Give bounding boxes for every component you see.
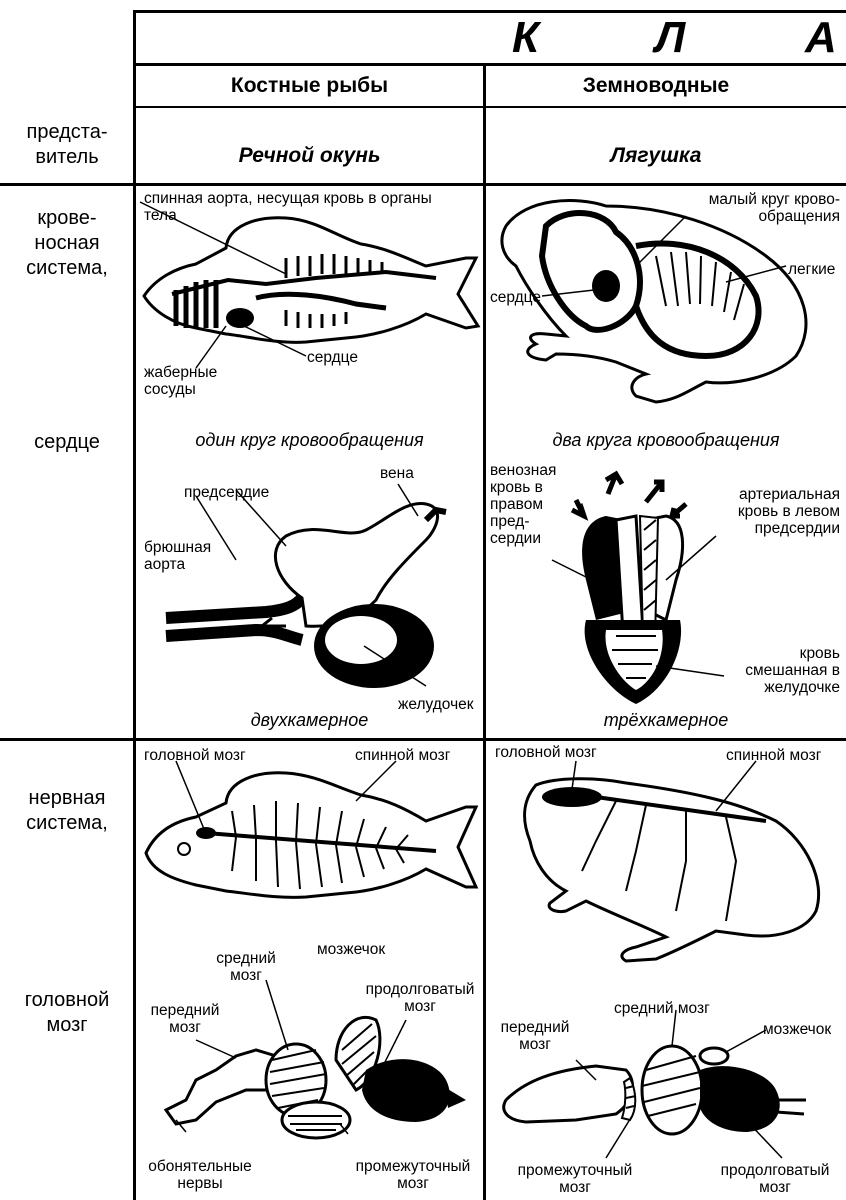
grid-top-line xyxy=(134,10,846,13)
label-fish-nervous-spinal: спинной мозг xyxy=(355,747,450,764)
label-fish-brain-medulla: продолговатый мозг xyxy=(360,981,480,1015)
label-fish-heart-vein: вена xyxy=(380,465,414,482)
grid-colhead-line xyxy=(134,106,846,108)
column-header-amphibian: Земноводные xyxy=(486,74,826,98)
class-letter-1: К xyxy=(512,16,539,60)
label-fish-brain-olfactory: обонятельные нервы xyxy=(140,1158,260,1192)
label-frog-brain-midbrain: средний мозг xyxy=(614,1000,710,1017)
frog-nervous-drawing xyxy=(486,741,846,971)
representative-fish: Речной окунь xyxy=(136,144,483,168)
grid-header-line xyxy=(134,63,846,66)
label-frog-heart-arterial: артериальная кровь в левом предсердии xyxy=(660,486,840,537)
label-frog-brain-diencephalon: промежуточный мозг xyxy=(510,1162,640,1196)
label-fish-heart-atrium: предсердие xyxy=(184,484,269,501)
label-frog-brain-cerebellum: мозжечок xyxy=(763,1021,831,1038)
label-frog-heart-mixed: кровь смешанная в желудочке xyxy=(660,645,840,696)
fish-brain-drawing xyxy=(136,940,483,1150)
label-frog-small-circle: малый круг крово- обращения xyxy=(640,191,840,225)
row-label-representative: предста- витель xyxy=(0,120,134,170)
type-frog-heart: трёхкамерное xyxy=(486,710,846,731)
caption-frog-heart-circle: два круга кровообращения xyxy=(486,430,846,451)
label-fish-gill-vessels: жаберные сосуды xyxy=(144,364,217,398)
label-fish-aorta: спинная аорта, несущая кровь в органы те… xyxy=(144,190,484,224)
row-label-nervous: нервная система, xyxy=(0,786,134,836)
label-fish-nervous-brain: головной мозг xyxy=(144,747,246,764)
row-label-brain: головной мозг xyxy=(0,988,134,1038)
label-fish-brain-cerebellum: мозжечок xyxy=(317,941,385,958)
fish-nervous-drawing xyxy=(136,741,483,931)
class-letter-2: Л xyxy=(655,16,685,60)
label-fish-heart: сердце xyxy=(307,349,358,366)
label-frog-heart-venous: венозная кровь в правом пред- сердии xyxy=(490,462,556,547)
representative-amphibian: Лягушка xyxy=(486,144,826,168)
label-frog-lungs: легкие xyxy=(788,261,835,278)
row-label-circulatory: крове- носная система, xyxy=(0,206,134,281)
label-frog-heart: сердце xyxy=(490,289,541,306)
column-header-fish: Костные рыбы xyxy=(136,74,483,98)
label-fish-brain-forebrain: передний мозг xyxy=(140,1002,230,1036)
type-fish-heart: двухкамерное xyxy=(136,710,483,731)
label-fish-brain-diencephalon: промежуточный мозг xyxy=(348,1158,478,1192)
label-fish-heart-aorta: брюшная аорта xyxy=(144,539,211,573)
class-letter-3: А xyxy=(805,16,837,60)
caption-fish-heart-circle: один круг кровообращения xyxy=(136,430,483,451)
label-frog-nervous-brain: головной мозг xyxy=(495,744,597,761)
label-frog-brain-forebrain: передний мозг xyxy=(490,1019,580,1053)
label-frog-brain-medulla: продолговатый мозг xyxy=(710,1162,840,1196)
label-fish-brain-midbrain: средний мозг xyxy=(196,950,296,984)
label-frog-nervous-spinal: спинной мозг xyxy=(726,747,821,764)
row-label-heart: сердце xyxy=(0,430,134,455)
